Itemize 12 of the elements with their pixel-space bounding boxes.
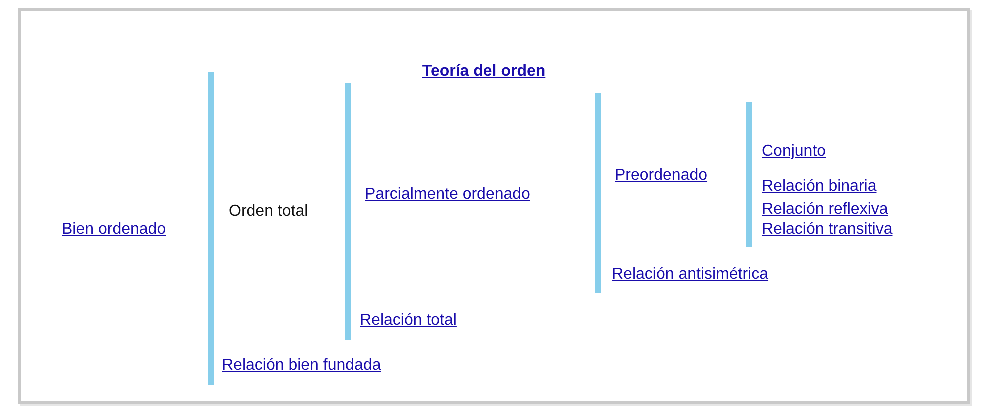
topic-link: Conjunto [762, 142, 826, 162]
topic-label: Orden total [229, 202, 308, 222]
topic-link: Relación transitiva [762, 220, 893, 240]
topic-link: Relación total [360, 311, 457, 331]
topic-link: Relación binaria [762, 177, 877, 197]
topic-link: Parcialmente ordenado [365, 185, 530, 205]
topic-link: Bien ordenado [62, 220, 166, 240]
topic-link: Preordenado [615, 166, 708, 186]
topic-link: Relación reflexiva [762, 200, 888, 220]
topic-link: Relación bien fundada [222, 356, 382, 376]
title-link: Teoría del orden [422, 62, 546, 82]
topic-link: Relación antisimétrica [612, 265, 769, 285]
